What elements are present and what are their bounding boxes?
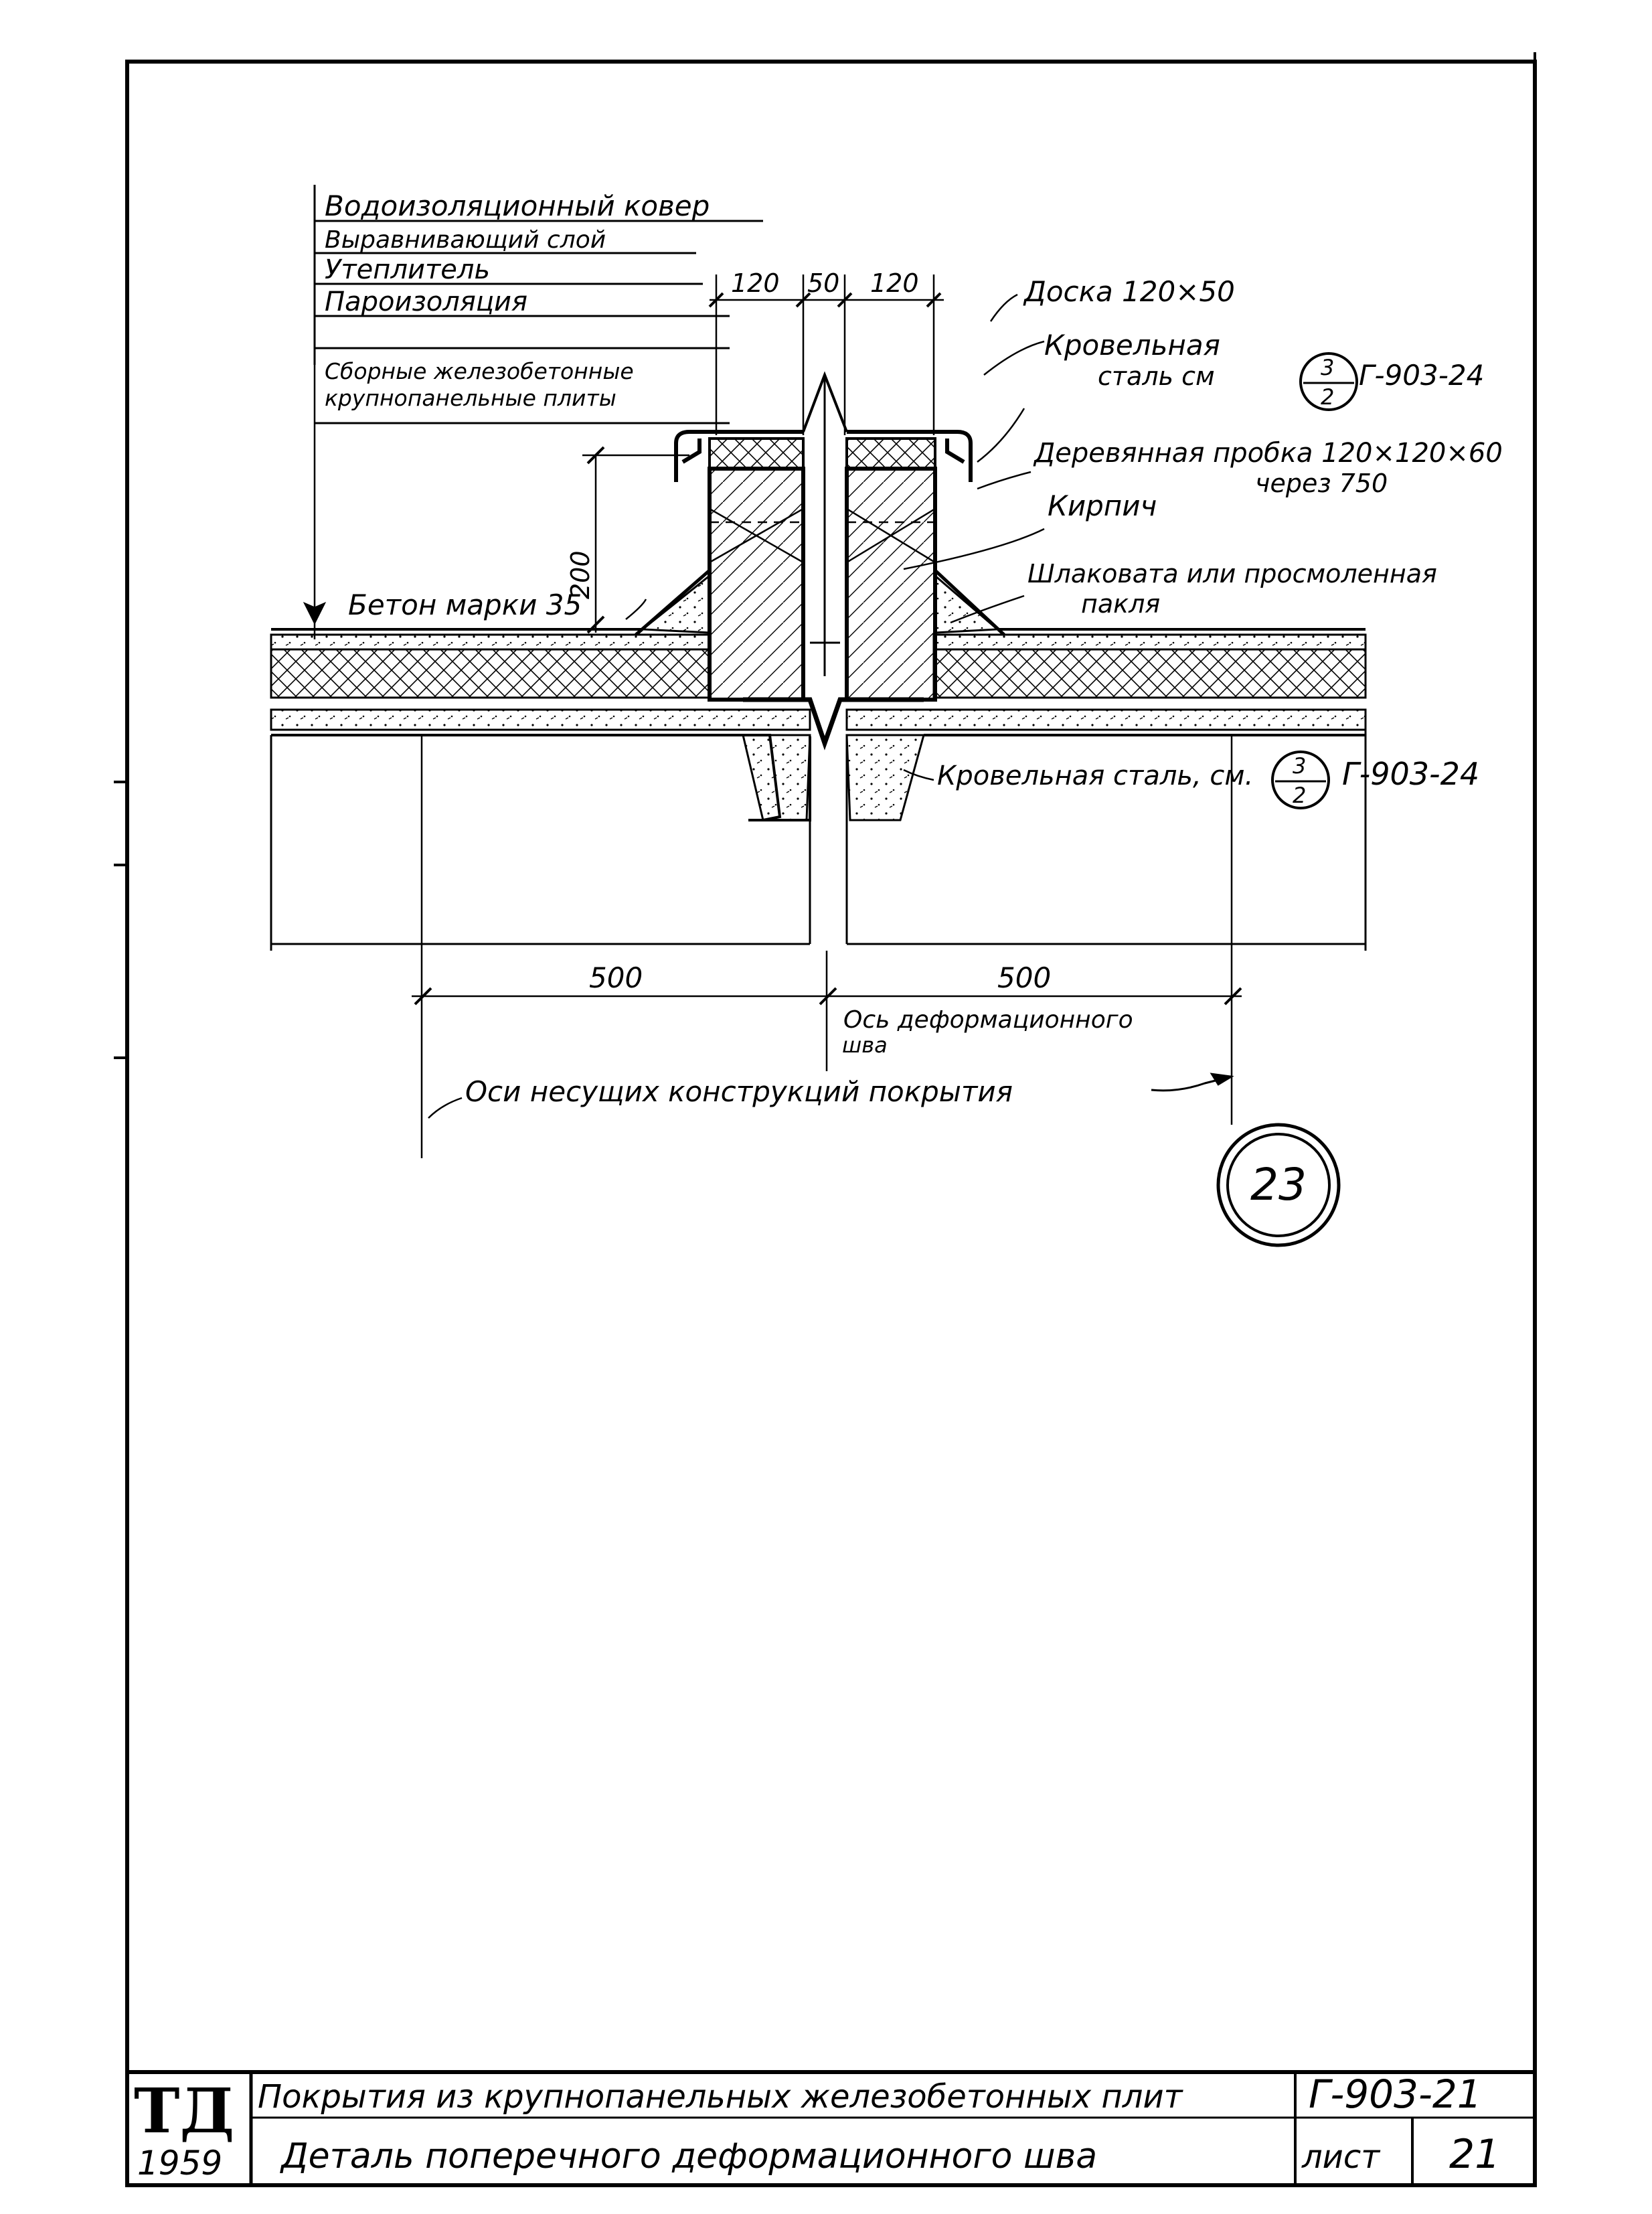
legend-layer-1: Водоизоляционный ковер: [325, 189, 710, 222]
callout-wood-plug-line2: через 750: [1255, 469, 1388, 498]
wood-board-left: [708, 437, 805, 470]
section-drawing: [270, 371, 1367, 951]
dim-500-right: 500: [997, 961, 1051, 994]
detail-number: 23: [1250, 1159, 1307, 1210]
reference-circle-lower: 3 2: [1271, 750, 1330, 809]
insulation-layer-left: [270, 648, 711, 699]
callout-leaders: [625, 293, 1045, 781]
title-year: 1959: [137, 2144, 222, 2183]
brick-wall-right: [845, 467, 937, 702]
sheet-number: 21: [1449, 2131, 1500, 2178]
precast-slab: [270, 708, 1367, 951]
joint-axis-line2: шва: [842, 1032, 888, 1058]
joint-axis-line1: Ось деформационного: [843, 1006, 1133, 1034]
legend-layer-4: Пароизоляция: [325, 287, 527, 317]
ref-lower-den: 2: [1293, 783, 1306, 808]
screed-layer-right: [932, 633, 1367, 651]
dim-120-right: 120: [870, 268, 919, 298]
insulation-layer-right: [932, 648, 1367, 699]
ref-upper-den: 2: [1321, 384, 1334, 410]
detail-number-mark: 23: [1216, 1123, 1341, 1247]
callout-concrete: Бетон марки 35: [348, 588, 582, 621]
callout-board: Доска 120×50: [1023, 275, 1235, 308]
ref-lower-num: 3: [1293, 753, 1306, 779]
bottom-dimension-chain: [412, 736, 1242, 1158]
dim-500-left: 500: [589, 961, 643, 994]
fillet-right: [934, 573, 1000, 634]
axes-note: Оси несущих конструкций покрытия: [465, 1075, 1013, 1108]
callout-ref-doc-lower: Г-903-24: [1342, 756, 1479, 792]
callout-roof-steel-line1: Кровельная: [1044, 329, 1220, 362]
callout-roof-steel-lower: Кровельная сталь, см.: [937, 761, 1253, 791]
legend-layer-6: крупнопанельные плиты: [325, 385, 616, 411]
brick-wall-left: [708, 467, 805, 702]
lower-steel-sheet: [743, 697, 924, 750]
wood-board-right: [845, 437, 936, 470]
legend-layer-5: Сборные железобетонные: [325, 358, 634, 384]
callout-roof-steel-line2: сталь см: [1098, 362, 1215, 391]
callout-brick: Кирпич: [1048, 489, 1157, 522]
callout-slag-line2: пакля: [1081, 589, 1160, 619]
dim-200: 200: [566, 550, 595, 599]
fillet-left: [639, 573, 711, 634]
drawing-code: Г-903-21: [1309, 2071, 1482, 2117]
reference-circle-upper: 3 2: [1299, 352, 1358, 411]
height-dimension: [582, 446, 689, 634]
callout-wood-plug-line1: Деревянная пробка 120×120×60: [1033, 438, 1503, 469]
logo-td: ТД: [134, 2075, 234, 2147]
ref-upper-num: 3: [1321, 355, 1334, 380]
top-dimension-chain: [708, 274, 944, 435]
title-line-2: Деталь поперечного деформационного шва: [280, 2136, 1097, 2177]
legend-layer-3: Утеплитель: [325, 254, 490, 285]
callout-ref-doc-upper: Г-903-24: [1359, 359, 1484, 392]
title-block: [127, 2070, 1535, 2185]
roof-steel-cap: [674, 371, 973, 676]
sheet-frame: [114, 52, 1537, 2187]
title-line-1: Покрытия из крупнопанельных железобетонн…: [258, 2078, 1184, 2116]
legend-layer-2: Выравнивающий слой: [325, 226, 606, 254]
callout-slag-line1: Шлаковата или просмоленная: [1027, 559, 1437, 588]
layer-legend: Водоизоляционный ковер Выравнивающий сло…: [303, 185, 763, 639]
dim-50: 50: [807, 268, 839, 298]
dim-120-left: 120: [731, 268, 780, 298]
sheet-label: лист: [1301, 2138, 1381, 2176]
screed-layer-left: [270, 633, 711, 651]
